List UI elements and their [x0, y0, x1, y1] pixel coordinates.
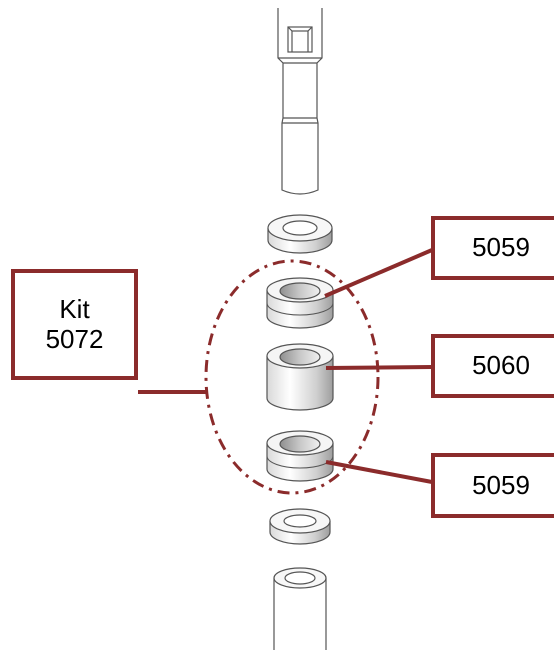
upper-shaft [277, 8, 323, 195]
top-washer [267, 214, 333, 254]
leader-lines [138, 248, 433, 484]
part-callout-box-middle: 5060 [431, 334, 554, 398]
part-number-label: 5059 [472, 469, 530, 500]
bushing-5059-top [266, 277, 334, 329]
bottom-washer [269, 508, 331, 545]
leader-line-5059-top [324, 248, 433, 298]
part-number-label: 5059 [472, 232, 530, 263]
bushing-5059-bottom [266, 430, 334, 482]
lower-shaft [273, 567, 327, 650]
leader-line-5059-bottom [325, 460, 433, 484]
part-callout-box-bottom: 5059 [431, 453, 554, 518]
kit-boundary-ellipse [204, 259, 380, 495]
kit-callout-line2: 5072 [45, 323, 104, 354]
part-number-label: 5060 [472, 350, 530, 381]
spacer-5060 [266, 343, 334, 411]
leader-line-5060 [325, 365, 433, 370]
kit-callout-box: Kit 5072 [11, 269, 138, 380]
kit-callout-line1: Kit [59, 293, 90, 324]
part-callout-box-top: 5059 [431, 216, 554, 280]
